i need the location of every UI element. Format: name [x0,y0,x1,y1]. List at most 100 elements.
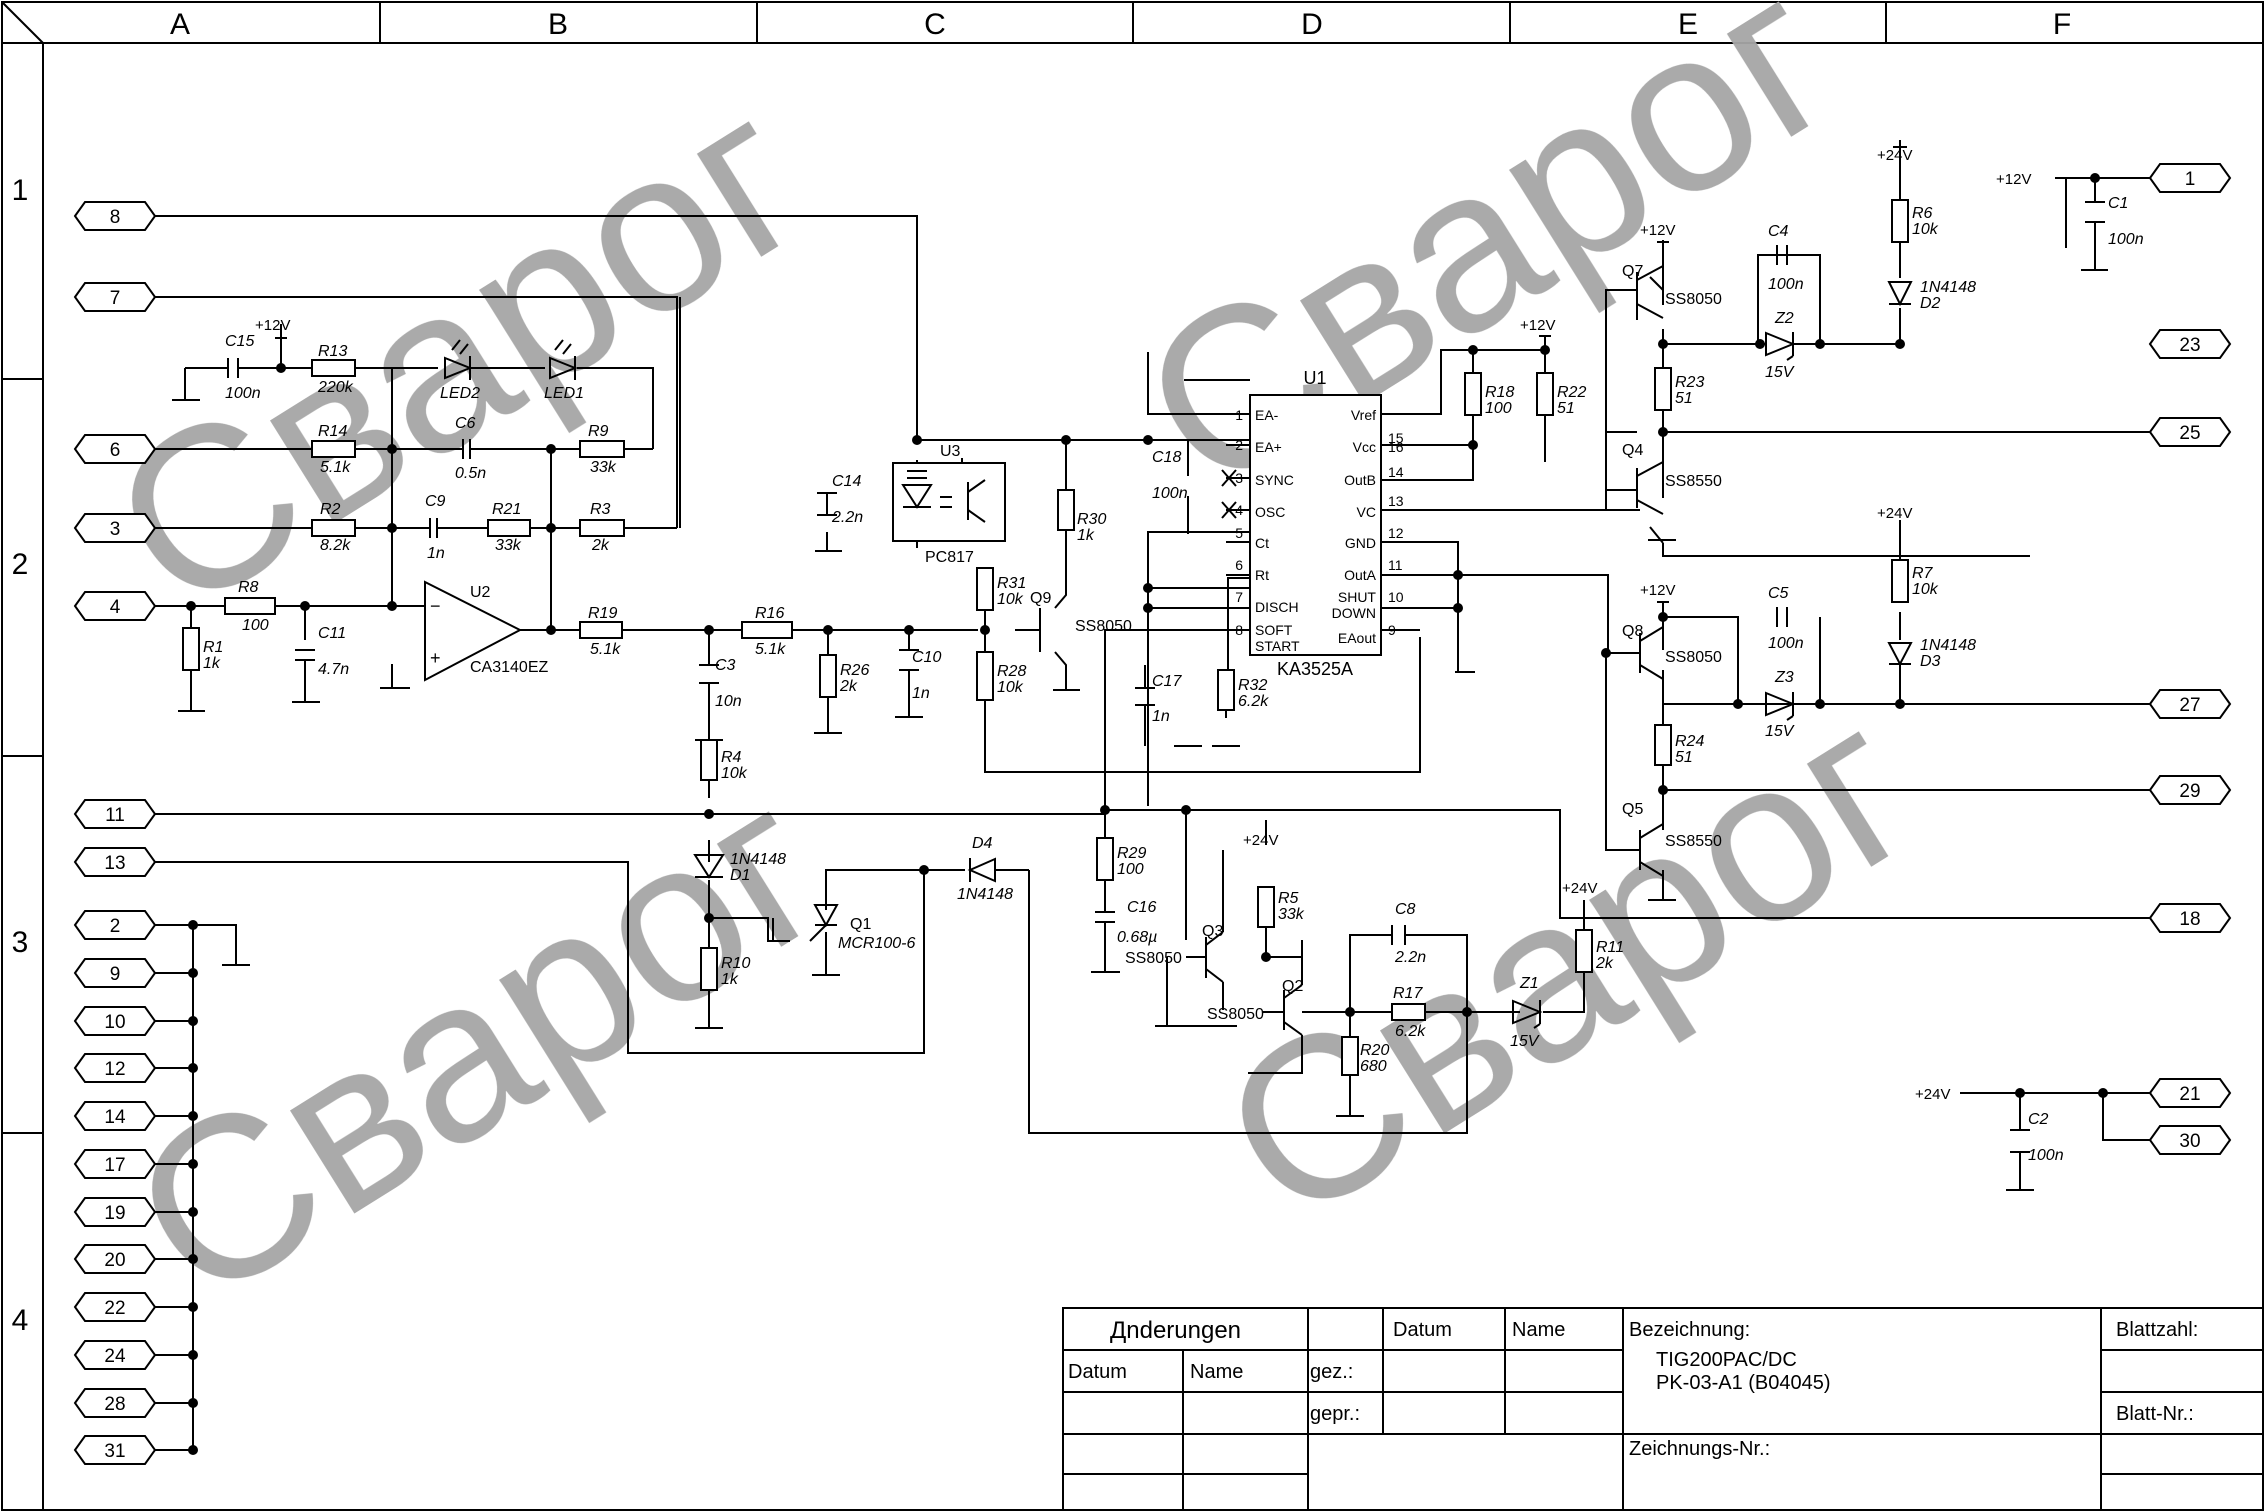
title-name-2: Name [1512,1319,1565,1341]
u1-pin15-label: Vcc [1353,439,1376,455]
connector-22: 22 [104,1298,125,1319]
rail-24v-3: +24V [1243,832,1278,849]
led-led2 [444,356,473,380]
title-block: Дnderungen Datum Name Datum Name gez.: g… [1062,1307,2264,1511]
capacitor-c1 [2085,201,2105,223]
zener-z2 [1765,331,1796,361]
label-r6-value: 10k [1912,221,1939,238]
label-r31-value: 10k [997,591,1024,608]
label-r21-name: R21 [492,501,521,518]
resistor-r14 [311,440,356,458]
label-r24-name: R24 [1675,733,1704,750]
connector-7-shape [73,282,157,312]
connector-3-shape [73,513,157,543]
connector-10-shape [73,1006,157,1036]
connector-2-shape [73,910,157,940]
connector-1-shape [2148,163,2232,193]
resistor-r22 [1536,372,1554,416]
label-r19-name: R19 [588,605,617,622]
label-c15-name: C15 [225,333,254,350]
transistor-q8 [1639,626,1664,680]
label-r18-name: R18 [1485,384,1514,401]
u1-pin8-label2: START [1255,638,1300,654]
connector-27: 27 [2179,695,2200,716]
label-r19-value: 5.1k [590,641,621,658]
connector-9: 9 [110,964,121,985]
label-c3-value: 10n [715,693,742,710]
transistor-q5 [1639,823,1664,877]
connector-30: 30 [2179,1131,2200,1152]
resistor-r2 [311,519,356,537]
rail-24v-4: +24V [1562,880,1597,897]
resistor-r26 [819,654,837,698]
title-datum-2: Datum [1393,1319,1452,1341]
label-c10-name: C10 [912,649,941,666]
label-r11-name: R11 [1596,939,1624,956]
title-blattzahl: Blattzahl: [2116,1319,2198,1341]
label-d1-value: 1N4148 [730,851,786,868]
resistor-r6 [1891,199,1909,243]
connector-19-shape [73,1197,157,1227]
diode-d3 [1887,642,1913,667]
label-q4-name: Q4 [1622,442,1643,459]
capacitor-c18 [907,470,927,479]
title-bezeichnung: Bezeichnung: [1629,1319,1750,1341]
resistor-r18 [1464,372,1482,416]
connector-11: 11 [105,805,125,826]
resistor-r24 [1654,724,1672,766]
label-q3-name: Q3 [1202,923,1223,940]
connector-8: 8 [110,207,121,228]
u1-pin13-label: VC [1357,504,1376,520]
label-r3-value: 2k [591,537,610,554]
label-c17-name: C17 [1152,673,1182,690]
u1-pin16-num: 16 [1388,439,1404,455]
title-datum-1: Datum [1068,1361,1127,1383]
resistor-r28 [976,651,994,701]
capacitor-c11 [295,649,315,661]
label-d3-name: D3 [1920,653,1941,670]
connector-2: 2 [110,916,121,937]
connector-31-shape [73,1435,157,1465]
label-c16-name: C16 [1127,899,1156,916]
label-r2-value: 8.2k [320,537,351,554]
label-r28-name: R28 [997,663,1026,680]
rail-12v-5: +12V [1996,171,2031,188]
label-c18-value: 100n [1152,485,1188,502]
title-blattnr: Blatt-Nr.: [2116,1403,2194,1425]
label-r29-name: R29 [1117,845,1146,862]
label-c15-value: 100n [225,385,261,402]
label-r30-name: R30 [1077,511,1106,528]
label-r4-value: 10k [721,765,748,782]
label-r1-name: R1 [203,639,223,656]
resistor-r10 [700,947,718,991]
u1-pin1-label: EA- [1255,407,1279,423]
u1-pin11-label: OutA [1344,567,1377,583]
label-r17-name: R17 [1393,985,1423,1002]
label-r17-value: 6.2k [1395,1023,1426,1040]
resistor-r23 [1654,367,1672,411]
label-c2-value: 100n [2028,1147,2064,1164]
connector-1: 1 [2185,169,2196,190]
ic-u1-ref: U1 [1303,368,1326,388]
u1-pin14-label: OutB [1344,472,1376,488]
column-label-f: F [2053,8,2071,41]
u1-pin12-label: GND [1345,535,1376,551]
connector-4: 4 [110,597,121,618]
label-r16-name: R16 [755,605,784,622]
label-r32-name: R32 [1238,677,1267,694]
connector-29: 29 [2179,781,2200,802]
label-r26-name: R26 [840,662,869,679]
watermark-4: Сварог [1180,654,1955,1271]
title-changes: Дnderungen [1110,1317,1241,1344]
label-r10-name: R10 [721,955,750,972]
u1-pin7-label: DISCH [1255,599,1299,615]
u1-pin6-label: Rt [1255,567,1269,583]
title-line2: PK-03-A1 (B04045) [1656,1372,1831,1394]
title-gepr: gepr.: [1310,1403,1360,1425]
label-r21-value: 33k [495,537,522,554]
connector-9-shape [73,958,157,988]
u1-pin10-num: 10 [1388,589,1404,605]
resistor-r5 [1257,886,1275,928]
connector-18-shape [2148,903,2232,933]
label-r18-value: 100 [1485,400,1512,417]
